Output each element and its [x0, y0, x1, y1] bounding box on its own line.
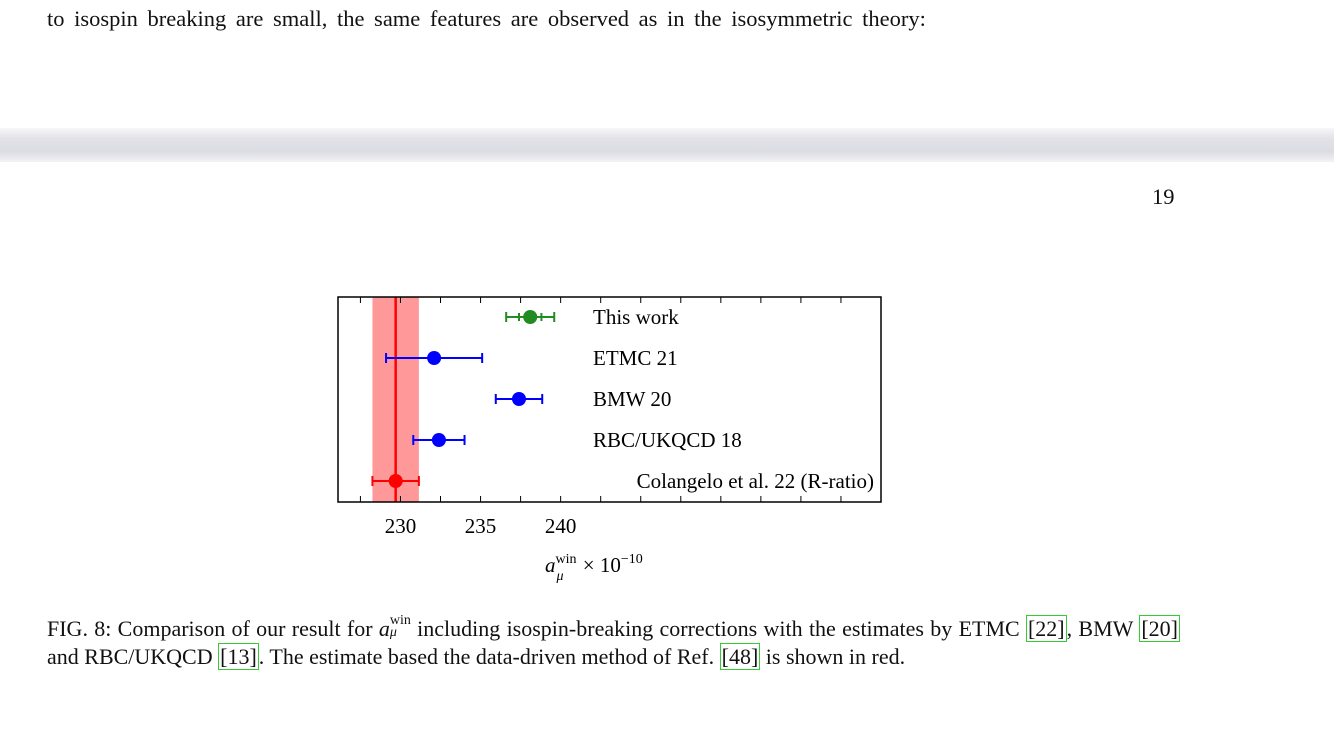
caption-text: is shown in red.	[760, 644, 906, 669]
caption-symbol-sub: μ	[389, 624, 397, 640]
page-separator	[0, 128, 1334, 162]
legend-label: ETMC 21	[593, 346, 678, 370]
data-point	[427, 351, 442, 365]
caption-symbol: a	[378, 616, 390, 641]
citation-link[interactable]: [48]	[719, 643, 761, 670]
caption-text: including isospin-breaking corrections w…	[410, 616, 1026, 641]
caption-symbol-sup: win	[389, 612, 411, 628]
x-tick-label: 240	[545, 514, 577, 538]
caption-text: and RBC/UKQCD	[47, 644, 219, 669]
legend-label: Colangelo et al. 22 (R-ratio)	[637, 469, 874, 493]
plot-frame	[337, 296, 882, 503]
caption-text: FIG. 8: Comparison of our result for	[47, 616, 379, 641]
figure-caption: FIG. 8: Comparison of our result for awi…	[47, 612, 1180, 671]
data-point	[388, 474, 403, 488]
page-number: 19	[1152, 184, 1175, 209]
caption-text: . The estimate based the data-driven met…	[258, 644, 720, 669]
x-tick-label: 235	[465, 514, 497, 538]
caption-text: , BMW	[1066, 616, 1140, 641]
data-point	[523, 310, 538, 324]
data-point	[512, 392, 526, 406]
x-tick-label: 230	[385, 514, 417, 538]
data-point	[431, 433, 446, 447]
citation-link[interactable]: [20]	[1139, 615, 1180, 642]
legend-label: RBC/UKQCD 18	[593, 428, 742, 452]
legend-label: This work	[593, 305, 679, 329]
citation-link[interactable]: [13]	[218, 643, 259, 670]
citation-link[interactable]: [22]	[1025, 615, 1067, 642]
body-text-line: to isospin breaking are small, the same …	[47, 6, 926, 31]
legend-label: BMW 20	[593, 387, 671, 411]
